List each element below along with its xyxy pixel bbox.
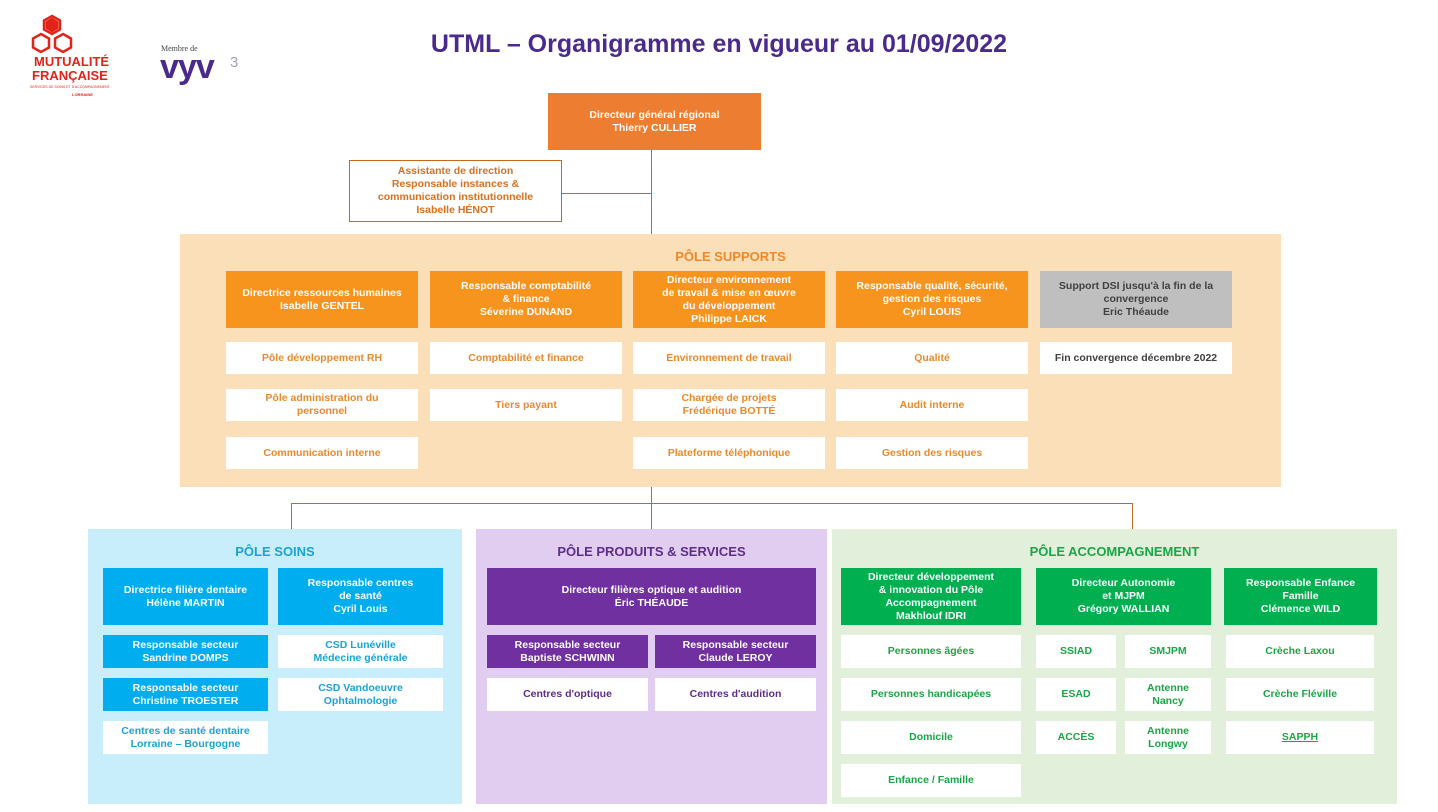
accompagnement-autonomie-item: Antenne Longwy	[1125, 721, 1211, 754]
supports-rh-item: Communication interne	[226, 437, 418, 469]
supports-rh-item: Pôle administration du personnel	[226, 389, 418, 421]
supports-qualite-item: Audit interne	[836, 389, 1028, 421]
accompagnement-dev-item: Enfance / Famille	[841, 764, 1021, 797]
assistant-box: Assistante de direction Responsable inst…	[349, 160, 562, 222]
vyv-membre: Membre de	[161, 44, 198, 53]
supports-compta-item: Comptabilité et finance	[430, 342, 622, 374]
connector	[291, 503, 1133, 504]
supports-rh-item: Pôle développement RH	[226, 342, 418, 374]
accompagnement-enfance-item: Crèche Laxou	[1226, 635, 1374, 668]
hexagon-logo-icon	[31, 14, 73, 54]
vyv-sup: 3	[230, 54, 239, 71]
soins-secteur: Responsable secteur Sandrine DOMPS	[103, 635, 268, 668]
accompagnement-autonomie-item: ACCÈS	[1036, 721, 1116, 754]
accompagnement-head-autonomie: Directeur Autonomie et MJPM Grégory WALL…	[1036, 568, 1211, 625]
soins-secteur: Responsable secteur Christine TROESTER	[103, 678, 268, 711]
accompagnement-autonomie-item: SMJPM	[1125, 635, 1211, 668]
soins-centres-dentaire: Centres de santé dentaire Lorraine – Bou…	[103, 721, 268, 754]
supports-qualite-item: Gestion des risques	[836, 437, 1028, 469]
vyv-logo: Membre de vyv 3	[160, 44, 250, 94]
soins-head-centres: Responsable centres de santé Cyril Louis	[278, 568, 443, 625]
soins-csd: CSD Vandoeuvre Ophtalmologie	[278, 678, 443, 711]
director-box: Directeur général régional Thierry CULLI…	[548, 93, 761, 150]
produits-secteur: Responsable secteur Baptiste SCHWINN	[487, 635, 648, 668]
accompagnement-enfance-item: Crèche Fléville	[1226, 678, 1374, 711]
pole-supports-title: PÔLE SUPPORTS	[675, 249, 786, 264]
accompagnement-dev-item: Personnes âgées	[841, 635, 1021, 668]
supports-head-compta: Responsable comptabilité & finance Séver…	[430, 271, 622, 328]
supports-env-item: Environnement de travail	[633, 342, 825, 374]
supports-qualite-item: Qualité	[836, 342, 1028, 374]
connector	[291, 503, 292, 529]
page-title: UTML – Organigramme en vigueur au 01/09/…	[430, 30, 1008, 58]
supports-env-item: Plateforme téléphonique	[633, 437, 825, 469]
supports-head-dsi: Support DSI jusqu'à la fin de la converg…	[1040, 271, 1232, 328]
supports-head-env: Directeur environnement de travail & mis…	[633, 271, 825, 328]
pole-accompagnement-title: PÔLE ACCOMPAGNEMENT	[1029, 544, 1200, 559]
accompagnement-head-enfance: Responsable Enfance Famille Clémence WIL…	[1224, 568, 1377, 625]
supports-env-item: Chargée de projets Frédérique BOTTÉ	[633, 389, 825, 421]
soins-head-dentaire: Directrice filière dentaire Hélène MARTI…	[103, 568, 268, 625]
produits-centres-optique: Centres d'optique	[487, 678, 648, 711]
accompagnement-dev-item: Domicile	[841, 721, 1021, 754]
soins-csd: CSD Lunéville Médecine générale	[278, 635, 443, 668]
vyv-brand: vyv	[160, 48, 215, 86]
mutualite-logo: MUTUALITÉ FRANÇAISE SERVICES DE SOINS ET…	[22, 12, 137, 102]
connector	[651, 150, 652, 235]
accompagnement-autonomie-item: Antenne Nancy	[1125, 678, 1211, 711]
connector	[651, 487, 652, 529]
mutualite-small2: LORRAINE	[72, 92, 93, 97]
pole-soins-title: PÔLE SOINS	[235, 544, 315, 559]
connector	[1132, 503, 1133, 529]
mutualite-line1: MUTUALITÉ	[34, 54, 110, 69]
accompagnement-head-dev: Directeur développement & innovation du …	[841, 568, 1021, 625]
accompagnement-autonomie-item: ESAD	[1036, 678, 1116, 711]
mutualite-small1: SERVICES DE SOINS ET D'ACCOMPAGNEMENT	[30, 85, 110, 89]
supports-compta-item: Tiers payant	[430, 389, 622, 421]
produits-centres-audition: Centres d'audition	[655, 678, 816, 711]
produits-secteur: Responsable secteur Claude LEROY	[655, 635, 816, 668]
supports-head-qualite: Responsable qualité, sécurité, gestion d…	[836, 271, 1028, 328]
mutualite-line2: FRANÇAISE	[32, 68, 108, 83]
sapph-link[interactable]: SAPPH	[1226, 721, 1374, 754]
accompagnement-autonomie-item: SSIAD	[1036, 635, 1116, 668]
produits-head: Directeur filières optique et audition É…	[487, 568, 816, 625]
pole-produits-title: PÔLE PRODUITS & SERVICES	[557, 544, 746, 559]
supports-head-rh: Directrice ressources humaines Isabelle …	[226, 271, 418, 328]
supports-dsi-item: Fin convergence décembre 2022	[1040, 342, 1232, 374]
accompagnement-dev-item: Personnes handicapées	[841, 678, 1021, 711]
connector	[561, 193, 652, 194]
